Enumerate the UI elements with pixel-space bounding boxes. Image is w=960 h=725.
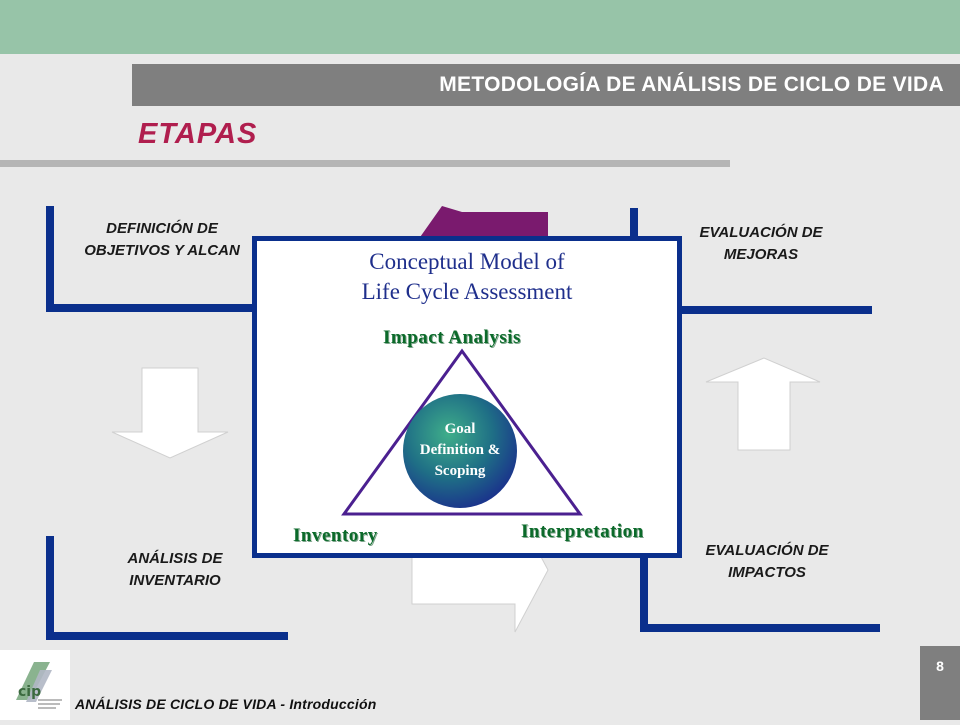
diagram-title-line2: Life Cycle Assessment <box>361 279 573 304</box>
label-inventory: Inventory <box>293 525 378 546</box>
frame-left <box>46 536 54 640</box>
goal-circle <box>403 394 517 508</box>
stage-definicion-line2: OBJETIVOS Y ALCAN <box>84 242 240 259</box>
frame-bottom <box>46 304 306 312</box>
diagram-title-line1: Conceptual Model of <box>369 249 565 274</box>
cip-logo: cip <box>0 650 70 720</box>
section-heading: ETAPAS <box>138 118 258 150</box>
slide-title: METODOLOGÍA DE ANÁLISIS DE CICLO DE VIDA <box>439 73 944 96</box>
goal-line2: Definition & <box>419 442 501 458</box>
stage-inventario <box>46 536 288 640</box>
footer-caption: ANÁLISIS DE CICLO DE VIDA - Introducción <box>75 696 377 712</box>
top-banner <box>0 0 960 54</box>
goal-line1: Goal <box>444 421 476 437</box>
label-impact-analysis: Impact Analysis <box>383 327 521 348</box>
frame-bottom <box>640 624 880 632</box>
stage-mejoras-line1: EVALUACIÓN DE <box>699 224 823 241</box>
stage-definicion-line1: DEFINICIÓN DE <box>106 220 218 237</box>
triangle-diagram <box>341 348 583 516</box>
left-arrow-icon <box>418 206 548 240</box>
slide-title-bar: METODOLOGÍA DE ANÁLISIS DE CICLO DE VIDA <box>132 64 960 106</box>
stage-definicion <box>46 206 306 312</box>
goal-label: Goal Definition & Scoping <box>400 419 520 482</box>
impact-triangle <box>341 348 583 516</box>
svg-text:cip: cip <box>18 684 41 700</box>
frame-bottom <box>46 632 288 640</box>
frame-bottom <box>630 306 872 314</box>
stage-inventario-label: ANÁLISIS DE INVENTARIO <box>90 548 260 592</box>
stage-definicion-label: DEFINICIÓN DE OBJETIVOS Y ALCAN <box>72 218 252 262</box>
stage-inventario-line1: ANÁLISIS DE <box>127 550 223 567</box>
frame-left <box>46 206 54 312</box>
goal-line3: Scoping <box>434 463 486 479</box>
page-number: 8 <box>920 646 960 720</box>
lca-model-diagram: Conceptual Model of Life Cycle Assessmen… <box>252 236 682 558</box>
stage-inventario-line2: INVENTARIO <box>129 572 221 589</box>
heading-underline <box>0 160 730 167</box>
stage-impactos <box>640 524 880 632</box>
stage-impactos-line1: EVALUACIÓN DE <box>705 542 829 559</box>
down-arrow-icon <box>111 367 229 459</box>
frame-left <box>640 524 648 632</box>
label-interpretation: Interpretation <box>521 521 644 542</box>
cip-logo-icon: cip <box>16 662 62 709</box>
up-arrow-icon <box>705 357 821 451</box>
stage-impactos-label: EVALUACIÓN DE IMPACTOS <box>682 540 852 584</box>
stage-mejoras-line2: MEJORAS <box>723 246 799 263</box>
stage-mejoras-label: EVALUACIÓN DE MEJORAS <box>676 222 846 266</box>
stage-impactos-line2: IMPACTOS <box>728 564 806 581</box>
